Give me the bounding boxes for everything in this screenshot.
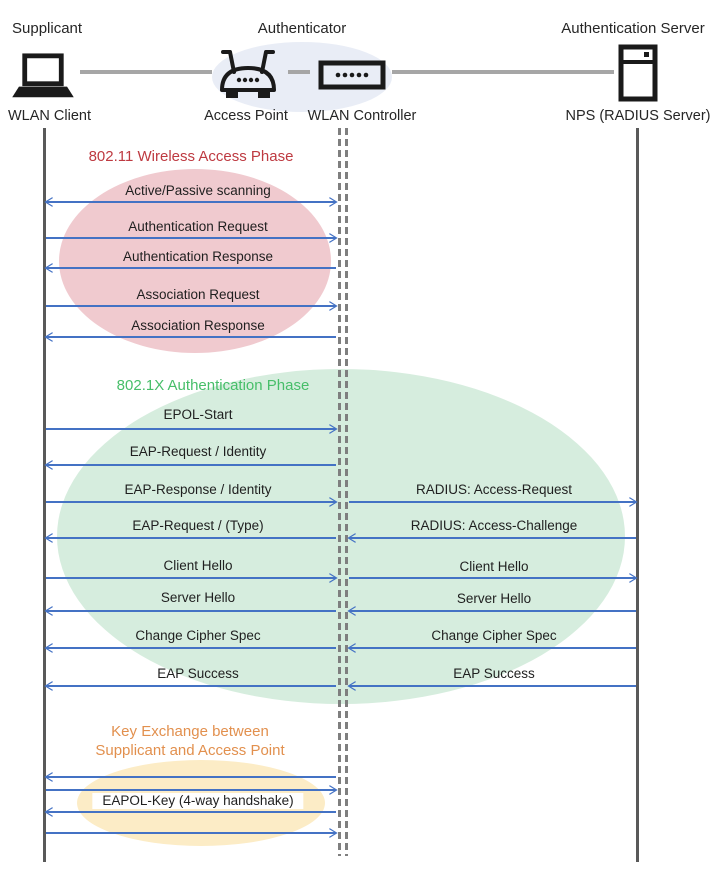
message-label: EAP Success	[453, 666, 535, 681]
message-label: Change Cipher Spec	[431, 628, 557, 643]
message-label: Server Hello	[160, 590, 236, 605]
message-label: Change Cipher Spec	[135, 628, 261, 643]
phase-title-8021x: 802.1X Authentication Phase	[116, 377, 310, 394]
role-supplicant: Supplicant	[12, 20, 83, 37]
message-label: Server Hello	[456, 591, 532, 606]
server-icon	[618, 44, 658, 102]
message-label: Association Response	[131, 318, 265, 333]
access-point-icon	[220, 50, 276, 98]
lifeline-controller-dashed-1	[338, 128, 341, 856]
connector-ap-controller	[288, 70, 310, 74]
device-label-nps: NPS (RADIUS Server)	[565, 108, 711, 124]
authenticator-highlight-ellipse	[212, 42, 392, 112]
device-label-access-point: Access Point	[204, 108, 288, 124]
phase-title-key-exchange: Key Exchange between Supplicant and Acce…	[95, 723, 285, 759]
message-label: RADIUS: Access-Request	[415, 482, 573, 497]
device-label-wlan-client: WLAN Client	[8, 108, 91, 124]
message-label: Association Request	[136, 287, 260, 302]
message-label: Client Hello	[459, 559, 529, 574]
message-label: EAPOL-Key (4-way handshake)	[92, 793, 304, 809]
message-label: Authentication Response	[122, 249, 274, 264]
message-label: EAP-Request / Identity	[129, 444, 267, 459]
device-label-wlan-controller: WLAN Controller	[307, 108, 417, 124]
phase-title-80211: 802.11 Wireless Access Phase	[88, 148, 294, 165]
message-label: EAP Success	[157, 666, 239, 681]
lifeline-nps	[636, 128, 639, 862]
lifeline-wlan-client	[43, 128, 46, 862]
role-authentication-server: Authentication Server	[561, 20, 705, 37]
message-label: EPOL-Start	[163, 407, 233, 422]
message-label: Authentication Request	[128, 219, 268, 234]
connector-controller-server	[392, 70, 614, 74]
connector-client-ap	[80, 70, 212, 74]
role-authenticator: Authenticator	[257, 20, 347, 37]
laptop-icon	[12, 53, 74, 98]
message-label: EAP-Response / Identity	[124, 482, 272, 497]
message-label: Active/Passive scanning	[125, 183, 271, 198]
message-label: RADIUS: Access-Challenge	[410, 518, 578, 533]
wlan-controller-icon	[318, 60, 386, 90]
message-label: Client Hello	[163, 558, 233, 573]
lifeline-controller-dashed-2	[345, 128, 348, 856]
message-label: EAP-Request / (Type)	[132, 518, 264, 533]
